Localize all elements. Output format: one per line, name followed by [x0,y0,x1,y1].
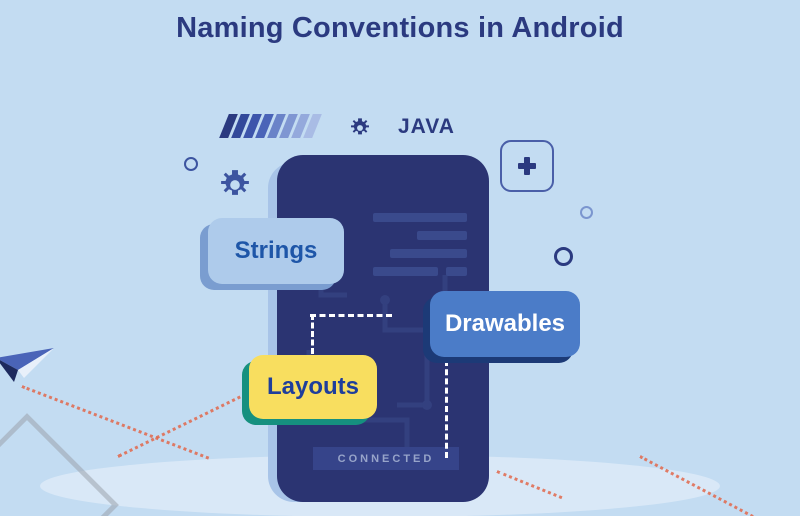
code-line [373,267,438,276]
java-label: JAVA [398,115,455,138]
card-strings-label: Strings [234,237,318,264]
circle-decoration [580,206,593,219]
card-drawables-label: Drawables [444,310,566,337]
code-line [373,213,467,222]
dashed-connector [311,314,314,354]
circle-decoration [554,247,573,266]
card-layouts[interactable]: Layouts [249,355,377,419]
circle-decoration [184,157,198,171]
page-title: Naming Conventions in Android [176,12,624,44]
gear-icon [221,170,249,195]
card-drawables[interactable]: Drawables [430,291,580,357]
diamond-outline-decoration [0,413,119,516]
code-line [417,231,467,240]
status-badge: CONNECTED [313,447,459,470]
add-button[interactable] [500,140,554,192]
dashed-connector [445,360,448,458]
dashed-connector [310,314,392,317]
status-badge-label: CONNECTED [337,452,435,465]
diagonal-stripes-decoration [219,114,322,138]
card-strings[interactable]: Strings [208,218,344,284]
plus-icon [518,157,536,175]
card-layouts-label: Layouts [266,373,359,400]
code-line [446,267,467,276]
gear-icon [351,118,369,135]
paper-plane-icon [0,348,54,382]
code-line [390,249,467,258]
